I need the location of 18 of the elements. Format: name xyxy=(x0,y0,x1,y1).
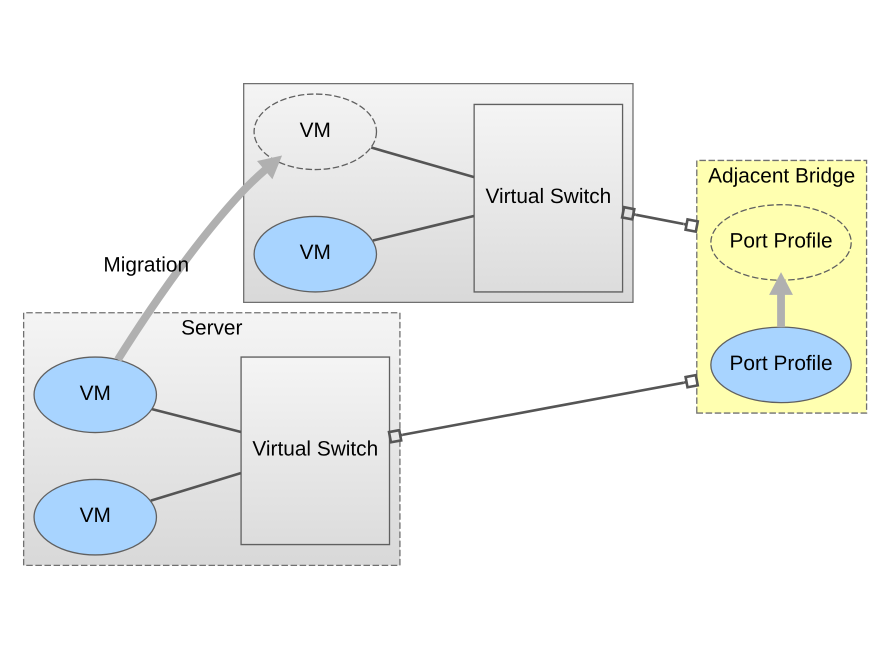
node-ellipse: VM xyxy=(253,93,378,170)
edge-label: Migration xyxy=(103,253,190,276)
node-box: Virtual Switch xyxy=(474,104,624,293)
cluster xyxy=(243,82,634,304)
connector xyxy=(388,374,700,444)
node-ellipse: VM xyxy=(33,478,158,556)
connector xyxy=(370,146,474,178)
node-ellipse: Port Profile xyxy=(710,326,852,404)
node-ellipse: VM xyxy=(253,216,378,293)
node-box: Virtual Switch xyxy=(240,356,390,546)
arrow xyxy=(114,156,282,362)
connector xyxy=(152,408,242,434)
connector xyxy=(620,206,700,234)
node-ellipse: Port Profile xyxy=(710,204,852,281)
node-ellipse: VM xyxy=(33,356,158,434)
arrow xyxy=(769,272,793,328)
connector xyxy=(372,214,474,242)
connector xyxy=(150,472,242,502)
